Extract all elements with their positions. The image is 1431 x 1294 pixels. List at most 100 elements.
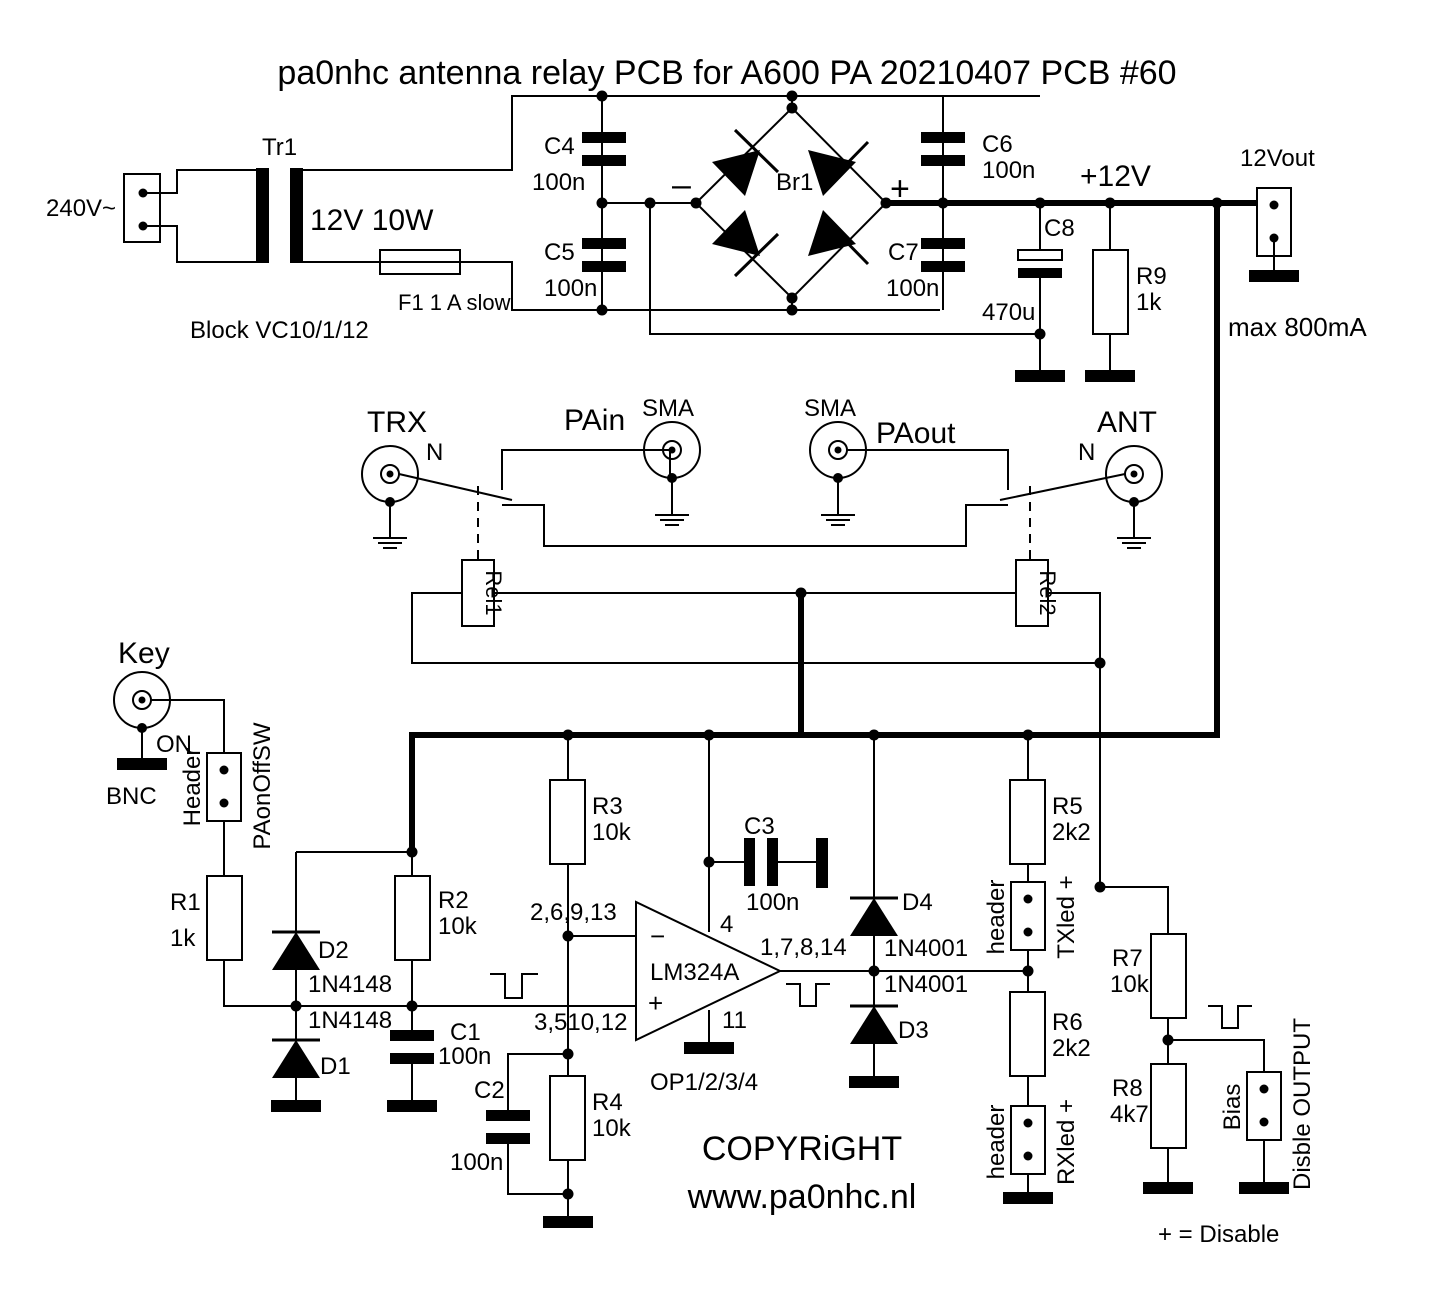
- ant-n-label: N: [1078, 439, 1095, 466]
- cap-c5: [582, 238, 626, 249]
- c3-value: 100n: [746, 889, 799, 916]
- cap-c4: [582, 132, 626, 143]
- website-label: www.pa0nhc.nl: [687, 1178, 917, 1216]
- opamp-plus-sign: +: [648, 988, 663, 1018]
- transformer-tr1: [256, 168, 303, 263]
- r8-label: R8: [1112, 1075, 1143, 1102]
- diode-d1: [272, 1040, 320, 1078]
- paout-sma-label: SMA: [804, 395, 856, 422]
- r8-value: 4k7: [1110, 1101, 1149, 1128]
- resistor-r9: [1092, 249, 1129, 335]
- rxled-header-label: header: [983, 1105, 1010, 1180]
- pins-out-label: 1,7,8,14: [760, 934, 847, 961]
- r7-label: R7: [1112, 945, 1143, 972]
- txled-header: [1010, 881, 1046, 951]
- d4-label: D4: [902, 889, 933, 916]
- resistor-r1: [206, 875, 243, 961]
- br1-label: Br1: [776, 169, 813, 196]
- tr1-rating: 12V 10W: [310, 204, 434, 237]
- paout-label: PAout: [876, 417, 956, 450]
- pin-gnd-label: 11: [722, 1007, 747, 1034]
- resistor-r8: [1150, 1063, 1187, 1149]
- cap-c1: [390, 1030, 434, 1041]
- diode-d3: [850, 1006, 898, 1044]
- c2-value: 100n: [450, 1149, 503, 1176]
- pins-minus-label: 2,6,9,13: [530, 899, 617, 926]
- resistor-r7: [1150, 933, 1187, 1019]
- r1-value: 1k: [170, 925, 196, 952]
- c1-label: C1: [450, 1019, 481, 1046]
- cap-c2: [486, 1110, 530, 1121]
- disable-note: + = Disable: [1158, 1221, 1279, 1248]
- r7-value: 10k: [1110, 971, 1150, 998]
- key-input-section: Key ON BNC Header PAonOffSW R1 1k D2 1N4…: [106, 637, 636, 1112]
- c4-label: C4: [544, 133, 575, 160]
- rf-section: TRX N PAin SMA PAout SMA: [361, 395, 1163, 887]
- opamp-lm324a: [635, 900, 783, 1042]
- c7-value: 100n: [886, 275, 939, 302]
- ant-label: ANT: [1097, 406, 1157, 439]
- ground-c8: [1015, 370, 1065, 382]
- inverted-pulse-icon: [786, 983, 830, 1007]
- tr1-label: Tr1: [262, 134, 297, 161]
- ground-r9: [1085, 370, 1135, 382]
- c3-label: C3: [744, 813, 775, 840]
- trx-n-label: N: [426, 439, 443, 466]
- c6-label: C6: [982, 131, 1013, 158]
- c8-label: C8: [1044, 215, 1075, 242]
- bias-pulse-icon: [1208, 1005, 1252, 1029]
- r3-value: 10k: [592, 819, 632, 846]
- pain-label: PAin: [564, 404, 625, 437]
- r1-label: R1: [170, 889, 201, 916]
- d4-type: 1N4001: [884, 935, 968, 962]
- mains-connector: [123, 173, 161, 243]
- resistor-r3: [549, 779, 586, 865]
- bridge-rectifier-br1: [694, 96, 888, 310]
- d2-label: D2: [318, 937, 349, 964]
- c4-value: 100n: [532, 169, 585, 196]
- r9-value: 1k: [1136, 289, 1162, 316]
- c7-label: C7: [888, 239, 919, 266]
- fuse-label: F1 1 A slow: [398, 290, 511, 315]
- d3-label: D3: [898, 1017, 929, 1044]
- resistor-r2: [394, 875, 431, 961]
- power-supply-section: 240V~ Tr1 12V 10W Block VC10/1/12 F1 1 A…: [46, 90, 1367, 850]
- cap-c6: [921, 132, 965, 143]
- c6-value: 100n: [982, 157, 1035, 184]
- rxled-header: [1010, 1105, 1046, 1175]
- copyright-label: COPYRiGHT: [702, 1130, 902, 1168]
- bias-label: Bias: [1219, 1084, 1246, 1131]
- opamp-section: R3 10k 2,6,9,13 3,510,12 R4 10k C2 100n …: [450, 729, 1034, 1228]
- paonoffsw-header-label: Header: [179, 748, 206, 827]
- diode-d2: [272, 932, 320, 970]
- c1-value: 100n: [438, 1043, 491, 1070]
- r9-label: R9: [1136, 263, 1167, 290]
- pin-vcc-label: 4: [720, 911, 733, 938]
- mains-label: 240V~: [46, 195, 116, 222]
- d3-type: 1N4001: [884, 971, 968, 998]
- d1-label: D1: [320, 1053, 351, 1080]
- bridge-minus: –: [672, 166, 691, 204]
- disable-output-label: Disble OUTPUT: [1289, 1018, 1316, 1190]
- pain-sma-label: SMA: [642, 395, 694, 422]
- cap-c8: [1017, 249, 1063, 261]
- opamp-units-label: OP1/2/3/4: [650, 1069, 758, 1096]
- txled-label: TXled +: [1053, 875, 1080, 958]
- cap-c7: [921, 238, 965, 249]
- r3-label: R3: [592, 793, 623, 820]
- r6-value: 2k2: [1052, 1035, 1091, 1062]
- key-label: Key: [118, 637, 170, 670]
- led-output-section: R5 2k2 header TXled + R6 2k2 header RXle…: [983, 729, 1316, 1248]
- r2-label: R2: [438, 887, 469, 914]
- pins-plus-label: 3,510,12: [534, 1009, 627, 1036]
- d2-type: 1N4148: [308, 971, 392, 998]
- relay-rel2: [1015, 559, 1049, 627]
- resistor-r4: [549, 1075, 586, 1161]
- 12vout-label: 12Vout: [1240, 145, 1315, 172]
- bridge-plus: +: [890, 170, 910, 208]
- pulse-icon: [490, 973, 538, 999]
- diagram-title: pa0nhc antenna relay PCB for A600 PA 202…: [277, 54, 1176, 92]
- r5-value: 2k2: [1052, 819, 1091, 846]
- txled-header-label: header: [983, 880, 1010, 955]
- c2-label: C2: [474, 1077, 505, 1104]
